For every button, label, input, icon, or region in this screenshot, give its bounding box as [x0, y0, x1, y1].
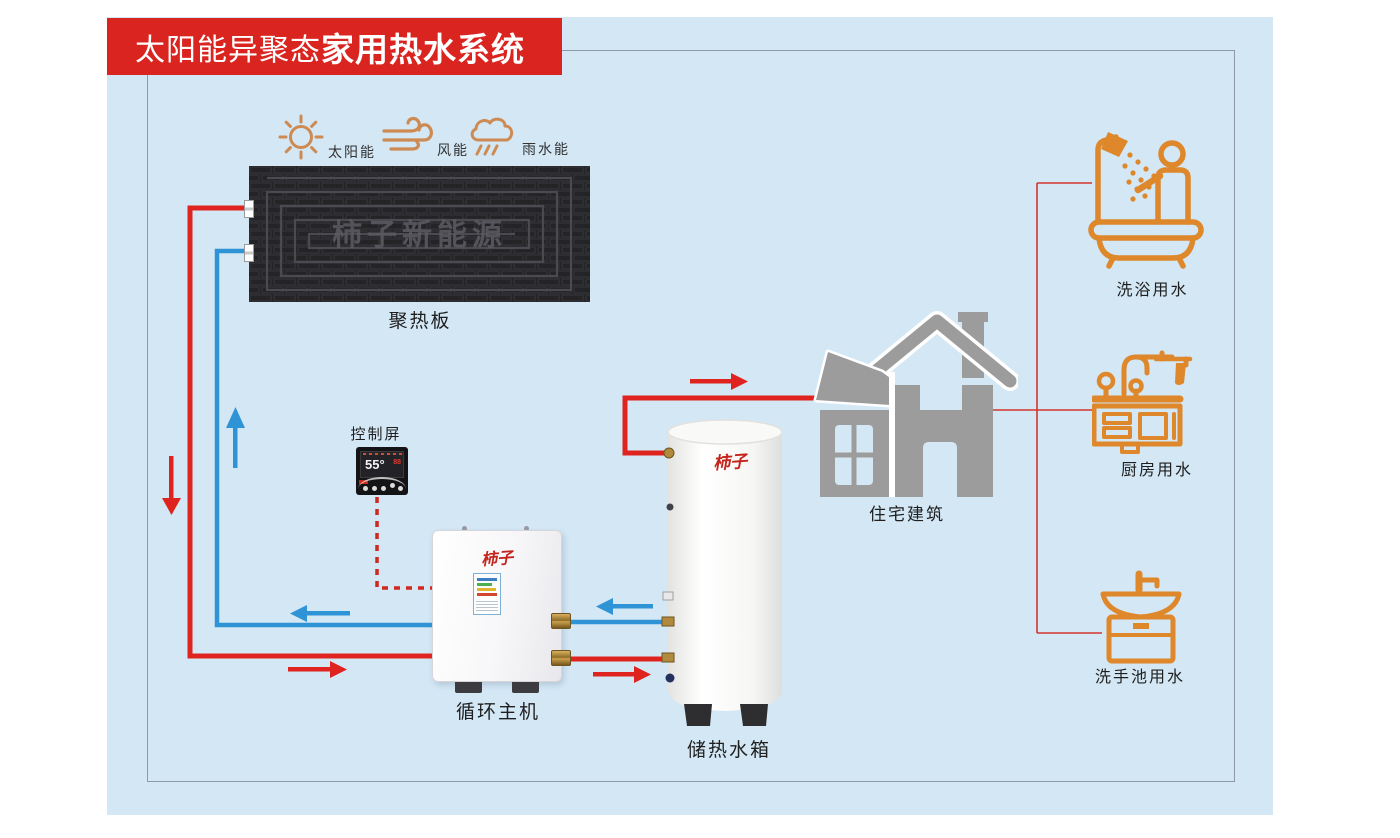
shower-spray-dots — [1122, 152, 1157, 202]
display-status-strip — [363, 453, 403, 455]
arrow-up-cold — [226, 407, 245, 468]
rain-cloud-icon — [470, 117, 514, 156]
collector-maze-pattern — [249, 166, 590, 302]
sticker-bar — [477, 583, 493, 586]
unit-spec-sticker — [473, 573, 501, 615]
unit-screw — [524, 526, 529, 531]
arrow-left-cold-unit-tank — [596, 598, 653, 615]
control-screen-label: 控制屏 — [350, 426, 402, 443]
collector-label: 聚热板 — [388, 311, 452, 332]
bathtub-shower-icon — [1088, 132, 1204, 269]
hot-pipe-tank-to-house — [622, 395, 824, 456]
house-label: 住宅建筑 — [869, 505, 945, 524]
kitchen-sink-icon — [1092, 350, 1193, 454]
unit-foot — [512, 682, 539, 693]
arrow-down-hot — [162, 456, 181, 515]
outlet-label-washbasin: 洗手池用水 — [1094, 669, 1185, 686]
flow-arrows — [162, 373, 748, 683]
inner-border-frame — [147, 50, 1235, 782]
unit-cold-fitting — [551, 613, 571, 629]
tank-body — [668, 432, 782, 711]
display-setpoint: 88 — [393, 459, 401, 466]
display-swoosh — [358, 477, 406, 489]
control-screen: 55° 88 — [356, 447, 408, 495]
title-regular: 太阳能异聚态 — [135, 33, 321, 67]
energy-label-rain: 雨水能 — [522, 141, 570, 157]
sticker-text-lines — [476, 599, 498, 613]
collector-hot-port — [244, 200, 254, 218]
arrow-right-hot-bottom — [288, 661, 347, 678]
tank-foot — [684, 704, 712, 726]
tank-top — [667, 419, 783, 445]
tank-foot — [740, 704, 768, 726]
sticker-bar — [477, 578, 497, 581]
energy-label-wind: 风能 — [437, 142, 469, 158]
sticker-bar — [477, 593, 497, 596]
outlet-label-bath: 洗浴用水 — [1116, 282, 1189, 299]
unit-screw — [462, 526, 467, 531]
circulation-main-unit: 柿子 — [432, 530, 562, 682]
storage-tank — [661, 419, 783, 726]
control-button — [398, 486, 403, 491]
control-button — [381, 486, 386, 491]
title-bold: 家用热水系统 — [321, 30, 525, 68]
control-display: 55° 88 — [360, 451, 404, 478]
wind-icon — [382, 116, 433, 151]
hot-pipe-collector-to-unit — [187, 205, 445, 659]
residential-building — [813, 311, 1018, 497]
unit-brand-logo: 柿子 — [480, 549, 514, 570]
washbasin-icon — [1100, 570, 1182, 664]
unit-hot-fitting — [551, 650, 571, 666]
tank-ports — [661, 447, 675, 683]
cold-pipe-unit-to-collector — [214, 248, 445, 628]
title-banner: 太阳能异聚态 家用热水系统 — [107, 18, 562, 75]
sun-icon — [278, 114, 324, 160]
house-silhouette — [813, 311, 1018, 497]
solar-collector-panel: 柿子新能源 — [249, 166, 590, 302]
outlet-label-kitchen: 厨房用水 — [1120, 462, 1193, 479]
arrow-left-cold-bottom — [290, 605, 350, 622]
unit-foot — [455, 682, 482, 693]
hot-water-distribution-lines — [993, 182, 1102, 634]
arrow-right-hot-unit-tank — [593, 666, 651, 683]
house-door — [923, 442, 957, 497]
house-four-pane-window — [835, 425, 873, 485]
energy-label-solar: 太阳能 — [328, 144, 376, 160]
collector-cold-port — [244, 244, 254, 262]
sticker-bar — [477, 588, 496, 591]
control-button — [390, 483, 395, 488]
control-signal-dashed-line — [375, 497, 434, 590]
arrow-right-hot-to-house — [690, 373, 748, 390]
control-button — [372, 486, 377, 491]
energy-source-solar: 太阳能 — [276, 112, 376, 162]
tank-brand-logo: 柿子 — [712, 451, 748, 474]
control-button — [363, 486, 368, 491]
display-temperature: 55° — [365, 457, 385, 472]
collector-watermark: 柿子新能源 — [332, 219, 507, 252]
energy-source-wind: 风能 — [381, 116, 469, 160]
tank-label: 储热水箱 — [686, 740, 771, 761]
house-arched-window — [920, 365, 962, 410]
unit-label: 循环主机 — [455, 702, 540, 723]
energy-source-rain: 雨水能 — [466, 113, 570, 159]
